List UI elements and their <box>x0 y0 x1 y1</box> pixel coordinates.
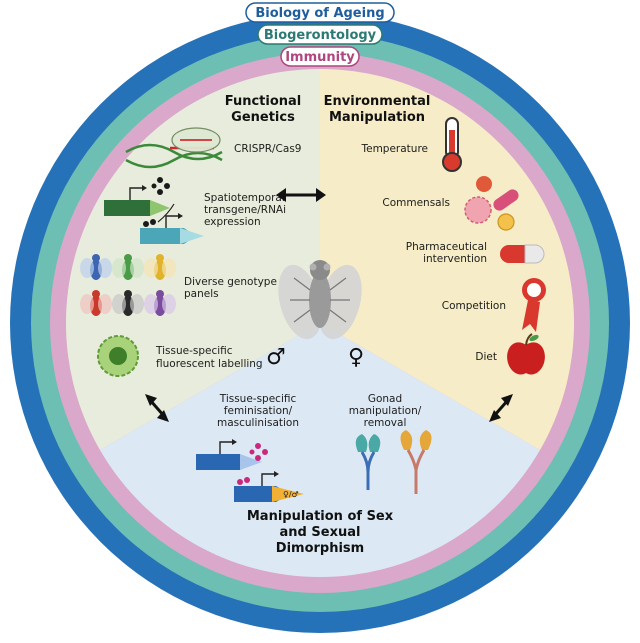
transgene-label-2: transgene/RNAi <box>204 204 286 216</box>
pharma-label-1: Pharmaceutical <box>406 241 487 253</box>
ring-label-outer: Biology of Ageing <box>245 2 395 23</box>
gonad-label-1: Gonad <box>368 393 402 405</box>
gonad-icon <box>355 430 432 494</box>
fly-icon <box>278 260 362 340</box>
crispr-icon <box>125 127 223 169</box>
environment-title-2: Manipulation <box>329 110 425 125</box>
sex-title-2: and Sexual <box>280 525 361 540</box>
double-arrow-left-icon <box>145 394 169 422</box>
labelling-label-2: fluorescent labelling <box>156 358 263 370</box>
temperature-label: Temperature <box>360 143 428 155</box>
ring-middle-label: Biogerontology <box>264 28 377 43</box>
fluorescent-cell-icon <box>97 335 139 377</box>
crispr-label: CRISPR/Cas9 <box>234 143 301 155</box>
genetics-title-2: Genetics <box>231 110 295 125</box>
fem-label-3: masculinisation <box>217 417 299 429</box>
sex-transgene-icon: ♀/♂ <box>196 439 304 502</box>
gonad-label-2: manipulation/ <box>349 405 422 417</box>
environment-title-1: Environmental <box>324 94 431 109</box>
apple-icon <box>507 333 545 375</box>
microbe-icon <box>464 176 519 231</box>
genotype-label-1: Diverse genotype <box>184 276 277 288</box>
transgene-icon <box>104 177 204 244</box>
gonad-label-3: removal <box>364 417 407 429</box>
commensals-label: Commensals <box>382 197 450 209</box>
diet-label: Diet <box>475 351 497 363</box>
sector-sex <box>100 323 540 578</box>
ring-label-middle: Biogerontology <box>257 24 383 45</box>
sex-title-1: Manipulation of Sex <box>247 509 394 524</box>
fem-label-2: feminisation/ <box>224 405 293 417</box>
rosette-icon <box>522 278 546 332</box>
female-symbol: ♀ <box>348 345 364 370</box>
transgene-label-1: Spatiotemporal <box>204 192 285 204</box>
double-arrow-icon <box>276 188 326 202</box>
double-arrow-right-icon <box>489 394 513 422</box>
genetics-title-1: Functional <box>225 94 302 109</box>
fem-label-1: Tissue-specific <box>219 393 297 405</box>
ring-inner-label: Immunity <box>285 50 355 65</box>
male-symbol: ♂ <box>266 345 286 370</box>
genotype-label-2: panels <box>184 288 219 300</box>
sex-title-3: Dimorphism <box>276 541 364 556</box>
pharma-label-2: intervention <box>423 253 487 265</box>
ring-label-inner: Immunity <box>280 46 360 67</box>
thermometer-icon <box>442 117 462 172</box>
ring-outer-label: Biology of Ageing <box>255 6 384 21</box>
transgene-label-3: expression <box>204 216 261 228</box>
competition-label: Competition <box>442 300 506 312</box>
labelling-label-1: Tissue-specific <box>155 345 233 357</box>
fly-panel-icon <box>80 254 176 316</box>
pill-icon <box>500 244 545 264</box>
sex-tag-label: ♀/♂ <box>283 490 299 499</box>
